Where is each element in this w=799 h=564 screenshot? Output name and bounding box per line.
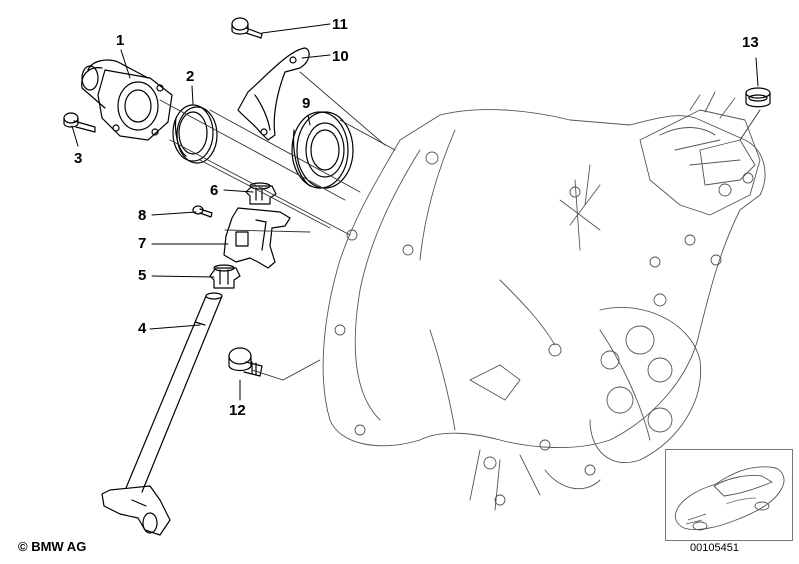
seal-ring-part-2 <box>172 104 218 164</box>
callout-5: 5 <box>138 267 147 284</box>
callout-10: 10 <box>332 48 349 65</box>
callout-11: 11 <box>332 16 348 33</box>
car-icon <box>674 466 785 531</box>
vehicle-thumbnail <box>665 449 793 541</box>
cap-part-13 <box>745 87 771 108</box>
guide-sleeve-part-1 <box>81 59 173 141</box>
callout-12: 12 <box>229 402 246 419</box>
callout-3: 3 <box>74 150 83 167</box>
gearbox-housing <box>322 91 766 511</box>
document-number: 00105451 <box>690 542 739 554</box>
assembly-guide-lines <box>159 71 761 381</box>
radial-seal-part-9 <box>291 111 354 189</box>
bracket-part-10 <box>237 47 310 141</box>
callout-7: 7 <box>138 235 147 252</box>
callout-9: 9 <box>302 95 311 112</box>
shaft-part-4 <box>101 292 223 536</box>
callout-13: 13 <box>742 34 759 51</box>
callout-4: 4 <box>138 320 147 337</box>
screw-part-8 <box>192 205 213 218</box>
copyright-text: © BMW AG <box>18 539 87 554</box>
callout-2: 2 <box>186 68 195 85</box>
screw-part-11 <box>231 17 263 39</box>
bush-part-5 <box>209 264 241 289</box>
callout-1: 1 <box>116 32 125 49</box>
lever-part-7 <box>223 207 291 269</box>
callout-8: 8 <box>138 207 147 224</box>
leader-lines <box>71 23 759 401</box>
screw-part-3 <box>63 112 96 133</box>
callout-6: 6 <box>210 182 219 199</box>
plug-part-12 <box>228 347 263 377</box>
